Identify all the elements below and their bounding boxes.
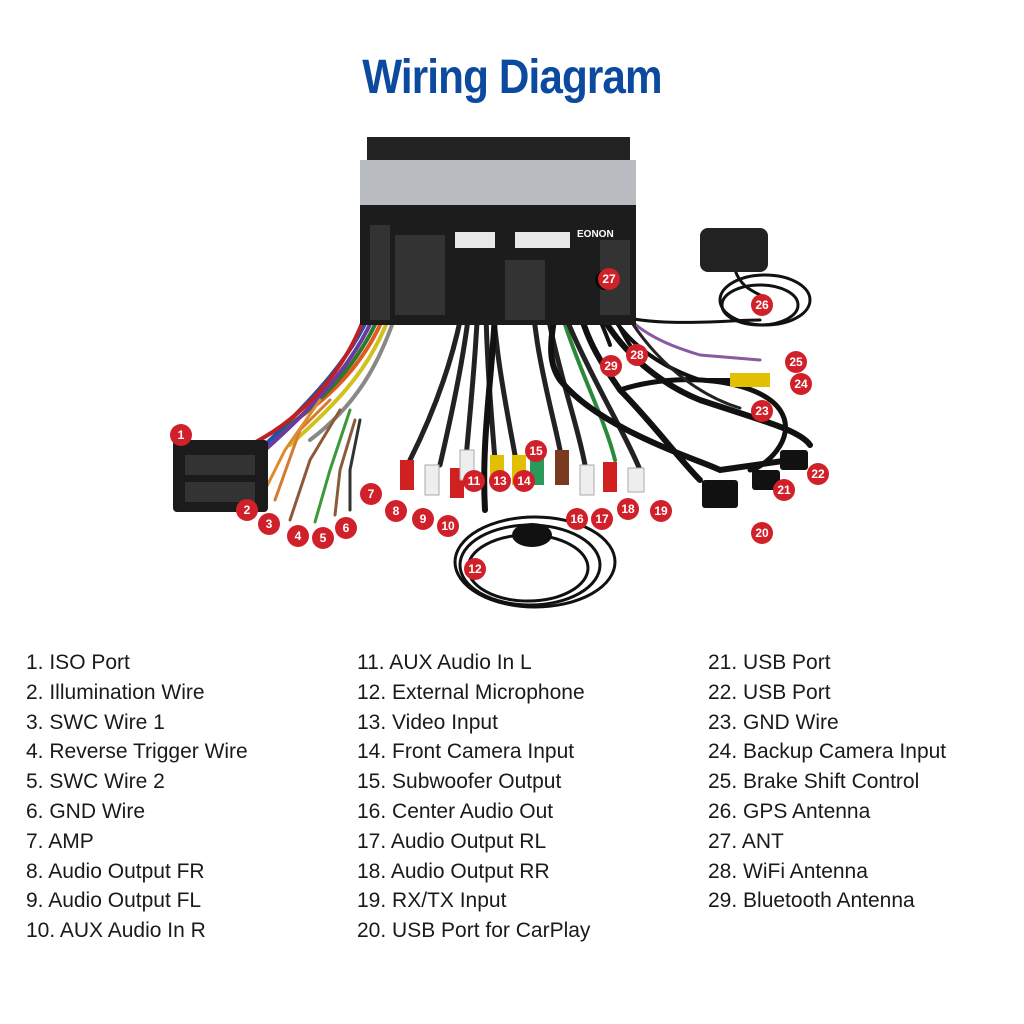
legend-item: 19. RX/TX Input — [357, 889, 507, 913]
legend-item: 1. ISO Port — [26, 651, 130, 674]
legend-item: 28. WiFi Antenna — [708, 859, 868, 883]
legend-item: 14. Front Camera Input — [357, 740, 575, 764]
legend-item: 15. Subwoofer Output — [357, 770, 562, 794]
marker-29: 29 — [600, 355, 622, 377]
page-title: Wiring Diagram — [362, 51, 662, 104]
marker-19: 19 — [650, 500, 672, 522]
legend-item: 13. Video Input — [357, 710, 498, 734]
legend-item: 16. Center Audio Out — [357, 799, 554, 823]
marker-22: 22 — [807, 463, 829, 485]
gps-antenna — [700, 228, 768, 272]
marker-27: 27 — [598, 268, 620, 290]
marker-9: 9 — [412, 508, 434, 530]
marker-28: 28 — [626, 344, 648, 366]
marker-12: 12 — [464, 558, 486, 580]
legend-item: 20. USB Port for CarPlay — [357, 919, 591, 943]
marker-15: 15 — [525, 440, 547, 462]
marker-25: 25 — [785, 351, 807, 373]
legend-item: 9. Audio Output FL — [26, 889, 202, 913]
legend-item: 6. GND Wire — [26, 799, 146, 823]
legend-item: 24. Backup Camera Input — [708, 740, 947, 764]
marker-23: 23 — [751, 400, 773, 422]
marker-1: 1 — [170, 424, 192, 446]
head-unit-wiring-illustration: EONON — [173, 137, 813, 609]
legend-item: 29. Bluetooth Antenna — [708, 889, 915, 913]
head-unit-lid — [367, 137, 630, 161]
marker-14: 14 — [513, 470, 535, 492]
legend-item: 4. Reverse Trigger Wire — [26, 740, 248, 764]
svg-text:EONON: EONON — [577, 229, 614, 240]
legend-item: 8. Audio Output FR — [26, 859, 205, 883]
legend-item: 5. SWC Wire 2 — [26, 770, 165, 794]
legend-item: 23. GND Wire — [708, 710, 839, 734]
marker-20: 20 — [751, 522, 773, 544]
legend-item: 25. Brake Shift Control — [708, 770, 920, 794]
legend-item: 18. Audio Output RR — [357, 859, 550, 883]
marker-6: 6 — [335, 517, 357, 539]
legend-item: 2. Illumination Wire — [26, 680, 205, 704]
legend-item: 17. Audio Output RL — [357, 829, 547, 853]
marker-18: 18 — [617, 498, 639, 520]
marker-3: 3 — [258, 513, 280, 535]
marker-10: 10 — [437, 515, 459, 537]
marker-8: 8 — [385, 500, 407, 522]
legend-item: 22. USB Port — [708, 680, 831, 704]
marker-16: 16 — [566, 508, 588, 530]
legend-item: 10. AUX Audio In R — [26, 919, 206, 943]
legend-item: 11. AUX Audio In L — [357, 651, 532, 674]
legend-item: 3. SWC Wire 1 — [26, 710, 165, 734]
marker-5: 5 — [312, 527, 334, 549]
marker-7: 7 — [360, 483, 382, 505]
legend-item: 21. USB Port — [708, 651, 831, 674]
marker-2: 2 — [236, 499, 258, 521]
legend-column-3: 21. USB Port 22. USB Port 23. GND Wire 2… — [708, 648, 946, 916]
marker-24: 24 — [790, 373, 812, 395]
marker-17: 17 — [591, 508, 613, 530]
legend-item: 12. External Microphone — [357, 680, 585, 704]
marker-11: 11 — [463, 470, 485, 492]
marker-13: 13 — [489, 470, 511, 492]
marker-21: 21 — [773, 479, 795, 501]
legend-item: 7. AMP — [26, 829, 94, 853]
legend-item: 27. ANT — [708, 829, 784, 853]
legend-item: 26. GPS Antenna — [708, 799, 871, 823]
marker-26: 26 — [751, 294, 773, 316]
legend-column-2: 11. AUX Audio In L 12. External Micropho… — [357, 648, 590, 946]
legend-column-1: 1. ISO Port 2. Illumination Wire 3. SWC … — [26, 648, 248, 946]
head-unit-chassis — [360, 160, 636, 208]
marker-4: 4 — [287, 525, 309, 547]
